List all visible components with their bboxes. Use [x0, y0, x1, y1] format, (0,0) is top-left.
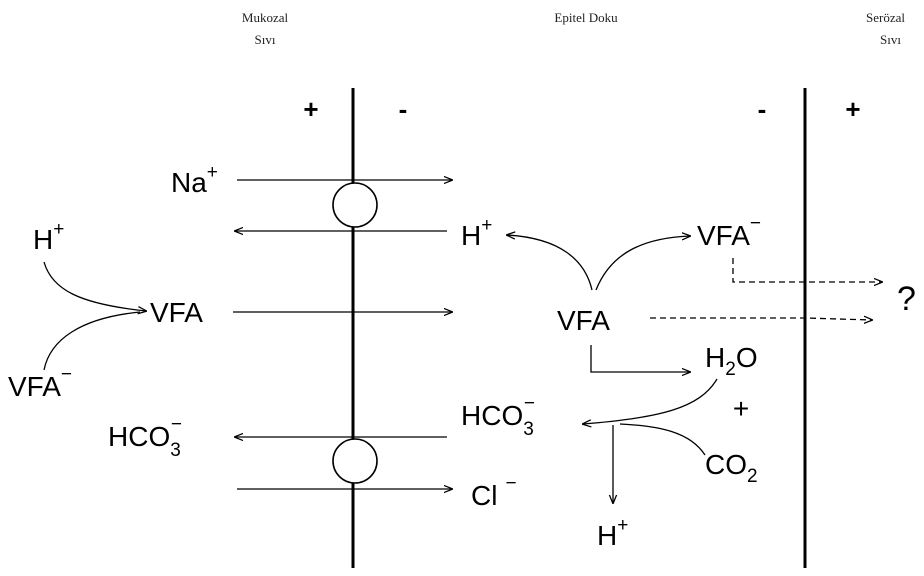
vfa-mucosal-label: VFA: [150, 297, 203, 328]
vfa-anion-combine-curve: [43, 311, 141, 371]
vfa-to-vfa-anion-arrow: [595, 236, 690, 291]
header-serosal-line2: Sıvı: [880, 32, 901, 47]
charge-right-negative: -: [758, 94, 767, 124]
vfa-anion-epithelial-label: VFA−: [697, 213, 761, 251]
header-mucosal-line2: Sıvı: [255, 32, 276, 47]
unknown-fate-label: ?: [897, 280, 916, 318]
h-ion-epithelial-label: H+: [461, 215, 492, 251]
na-ion-label: Na+: [171, 162, 218, 198]
vfa-anion-dashed-arrow: [732, 258, 882, 282]
charge-left-negative: -: [399, 94, 408, 124]
vfa-epithelial-label: VFA: [557, 305, 610, 336]
h2o-to-hco3-arrow: [583, 378, 718, 424]
vfa-metabolism-arrow: [590, 345, 690, 372]
charge-left-positive: +: [303, 94, 318, 124]
co2-label: CO2: [705, 449, 758, 487]
vfa-to-h-arrow: [507, 235, 593, 291]
hco3-epithelial-label: HCO3−: [461, 393, 535, 440]
charge-right-positive: +: [845, 94, 860, 124]
h-ion-bottom-label: H+: [597, 515, 628, 551]
water-label: H2O: [705, 342, 758, 380]
hco3-mucosal-label: HCO3−: [108, 414, 182, 461]
vfa-anion-mucosal-label: VFA−: [8, 364, 72, 402]
co2-combine-curve: [619, 423, 706, 456]
hco3-cl-exchanger-carrier: [332, 438, 378, 484]
h-combine-arrow: [43, 261, 146, 311]
h-ion-mucosal-label: H+: [33, 219, 64, 255]
vfa-serosal-dashed-arrow: [650, 318, 872, 320]
cl-ion-label: Cl−: [471, 473, 517, 511]
header-serosal-line1: Serözal: [866, 10, 905, 25]
header-epithelial: Epitel Doku: [554, 10, 618, 25]
header-mucosal-line1: Mukozal: [242, 10, 289, 25]
reaction-plus-label: +: [733, 393, 749, 424]
na-h-exchanger-carrier: [332, 182, 378, 228]
